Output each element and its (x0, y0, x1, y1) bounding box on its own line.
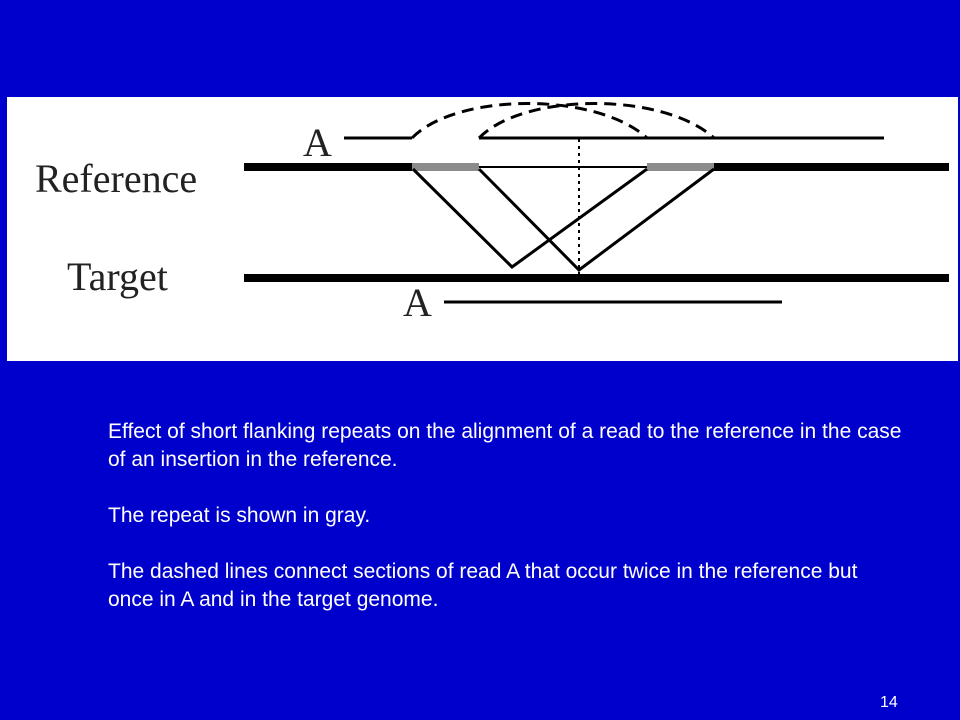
target-label: Target (67, 254, 168, 299)
dashed-arc-left (410, 102, 649, 140)
caption-paragraph-2: The repeat is shown in gray. (108, 504, 371, 527)
read-a-label-bottom: A (403, 280, 432, 325)
alignment-figure: Reference Target A A (7, 97, 958, 361)
alignment-connector-left (411, 167, 648, 269)
caption: Effect of short flanking repeats on the … (108, 418, 908, 614)
caption-paragraph-1: Effect of short flanking repeats on the … (108, 420, 902, 471)
page-number: 14 (880, 694, 898, 711)
dashed-arc-right (477, 102, 716, 140)
caption-paragraph-3: The dashed lines connect sections of rea… (108, 560, 858, 611)
alignment-connector-right (477, 167, 715, 272)
read-a-label-top: A (303, 120, 332, 165)
reference-label: Reference (35, 156, 197, 201)
alignment-diagram: Reference Target A A (35, 102, 949, 325)
